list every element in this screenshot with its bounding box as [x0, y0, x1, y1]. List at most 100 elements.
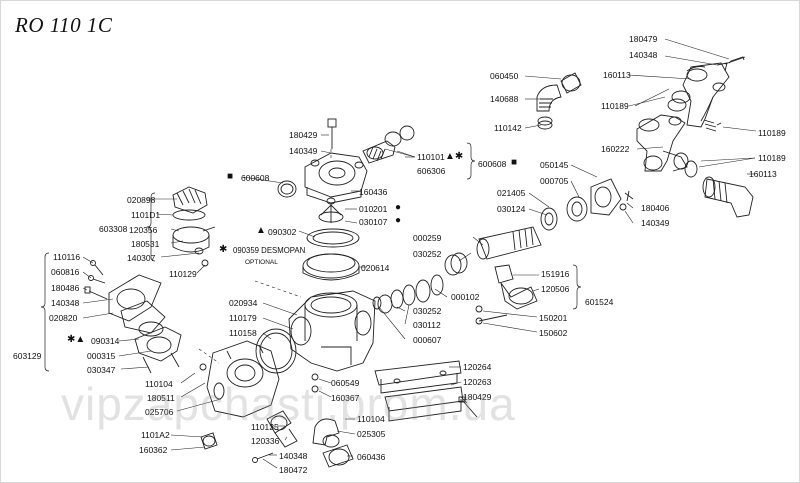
pipe-manifold-lower [636, 114, 754, 218]
part-label: 1101D1 [131, 210, 161, 220]
pump-body-main [288, 290, 376, 372]
part-label: 060549 [331, 378, 360, 388]
leader-lines [82, 38, 757, 469]
part-label: 180429 [289, 130, 318, 140]
part-label: 110189 [601, 101, 629, 111]
part-label: 110125 [251, 422, 279, 432]
part-label: 160113 [603, 70, 631, 80]
part-label: 151916 [541, 269, 570, 279]
mounting-brackets [374, 360, 478, 422]
part-label: 000315 [87, 351, 116, 361]
part-label: 110104 [145, 379, 173, 389]
part-label: 180472 [279, 465, 308, 475]
orings-right [667, 90, 698, 178]
square-symbol: ■ [227, 171, 234, 182]
crank-housing-front [206, 328, 297, 418]
part-label: 140349 [641, 218, 670, 228]
left-head-603129 [108, 274, 182, 374]
part-label: 140348 [51, 298, 80, 308]
part-label: 600608 [478, 159, 507, 169]
part-label: 180531 [131, 239, 160, 249]
part-label: 160362 [139, 445, 168, 455]
part-label: 603308 [99, 224, 128, 234]
part-label: 120264 [463, 362, 492, 372]
part-label: 110179 [229, 313, 257, 323]
part-label: 110129 [169, 269, 197, 279]
part-label: 030107 [359, 217, 388, 227]
valve-disc-030107 [318, 197, 344, 223]
circle-symbol: ● [395, 215, 402, 226]
part-label: 180479 [629, 34, 658, 44]
bottom-fittings [199, 363, 354, 468]
part-label: 160367 [331, 393, 360, 403]
alignment-dashes [198, 149, 332, 364]
part-label: 603129 [13, 351, 42, 361]
part-label: 020934 [229, 298, 258, 308]
oil-cap-assembly [172, 186, 216, 267]
piston-parts [377, 252, 468, 314]
part-label: 110101 [417, 152, 445, 162]
part-label: 160222 [601, 144, 630, 154]
part-label: 090302 [268, 227, 297, 237]
part-label: 020898 [127, 195, 156, 205]
part-label: 110189 [758, 153, 786, 163]
part-label: 000705 [540, 176, 569, 186]
part-label: 120356 [129, 225, 158, 235]
part-label: 606306 [417, 166, 446, 176]
part-label: 180486 [51, 283, 80, 293]
part-label: 060816 [51, 267, 80, 277]
diagram-title: RO 110 1C [15, 13, 113, 37]
part-label: 110104 [357, 414, 385, 424]
part-label: 180511 [147, 393, 175, 403]
part-label: 120506 [541, 284, 570, 294]
part-label: 140307 [127, 253, 156, 263]
part-label: 090314 [91, 336, 120, 346]
part-label: 021405 [497, 188, 526, 198]
star-triangle-symbol: ✱▲ [67, 334, 86, 345]
crankshaft-000259 [476, 226, 542, 260]
part-label: 030124 [497, 204, 526, 214]
cylinder-cap-020614 [302, 253, 360, 281]
triangle-star-symbol: ▲✱ [445, 151, 464, 162]
circle-symbol: ● [395, 202, 402, 213]
part-label: 140348 [629, 50, 658, 60]
part-label: 110116 [53, 252, 81, 262]
part-label: 025706 [145, 407, 174, 417]
part-label: 030112 [413, 320, 441, 330]
part-label: 020820 [49, 313, 78, 323]
part-label: 160113 [749, 169, 777, 179]
part-label: 020614 [361, 263, 390, 273]
part-label: 030252 [413, 306, 442, 316]
part-label: 000607 [413, 335, 442, 345]
part-label: 180406 [641, 203, 670, 213]
part-label: 060436 [357, 452, 386, 462]
part-label: 150602 [539, 328, 568, 338]
part-label: 601524 [585, 297, 614, 307]
star-symbol: ✱ [219, 244, 228, 255]
group-brackets [40, 142, 582, 372]
bearings-right [540, 178, 634, 231]
part-label: 120336 [251, 436, 280, 446]
part-label: 030347 [87, 365, 116, 375]
part-label: 1101A2 [141, 430, 170, 440]
part-label: 110142 [494, 123, 522, 133]
square-symbol: ■ [511, 157, 518, 168]
part-label: 120263 [463, 377, 492, 387]
pipe-manifold-upper [682, 56, 746, 132]
part-label: 010201 [359, 204, 388, 214]
part-label: 600608 [241, 173, 270, 183]
oring-600608 [277, 180, 297, 198]
part-label: 060450 [490, 71, 519, 81]
part-label: 110189 [758, 128, 786, 138]
watermark: vipzapchasti.prom.ua [61, 378, 516, 430]
connecting-rod-601524 [475, 264, 538, 325]
part-label: 030252 [413, 249, 442, 259]
optional-note: OPTIONAL [245, 259, 278, 266]
part-label: 150201 [539, 313, 568, 323]
triangle-symbol: ▲ [256, 225, 266, 236]
part-label: 140348 [279, 451, 308, 461]
part-label: 140349 [289, 146, 318, 156]
part-label: 000259 [413, 233, 442, 243]
